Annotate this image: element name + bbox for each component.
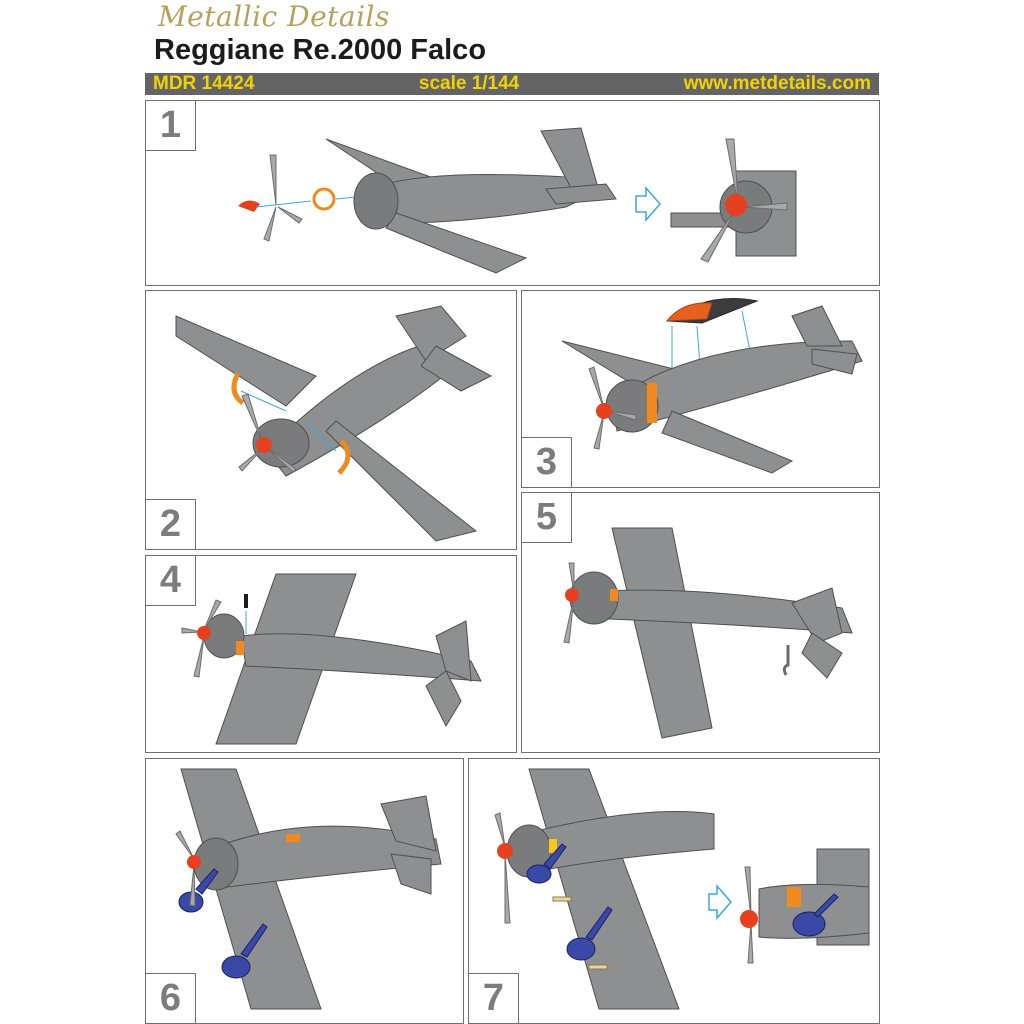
engine-cowling xyxy=(353,172,399,230)
info-banner: MDR 14424 scale 1/144 www.metdetails.com xyxy=(145,73,879,95)
step-2-panel: 2 xyxy=(145,290,517,550)
guide-line xyxy=(335,196,357,200)
gun-part xyxy=(244,594,248,608)
canopy-part xyxy=(665,302,713,322)
guide-line xyxy=(305,420,337,452)
spinner-part xyxy=(187,855,201,869)
guide-line xyxy=(255,200,312,208)
step-number: 1 xyxy=(146,101,196,151)
arrow-right-icon xyxy=(635,186,661,222)
etched-flap xyxy=(231,371,245,406)
step-5-illustration xyxy=(563,527,853,739)
aircraft-body xyxy=(325,127,617,274)
step-number: 5 xyxy=(522,493,572,543)
arrow-right-icon xyxy=(708,884,732,920)
engine-cowling xyxy=(252,418,310,468)
step-4-panel: 4 xyxy=(145,555,517,753)
product-code: MDR 14424 xyxy=(153,73,255,94)
spinner-part xyxy=(565,588,579,602)
page-title: Reggiane Re.2000 Falco xyxy=(154,34,487,66)
step-6-panel: 6 xyxy=(145,758,464,1024)
step-4-illustration xyxy=(181,573,482,745)
spinner-part xyxy=(256,437,272,453)
landing-gear xyxy=(526,843,613,961)
scale-label: scale 1/144 xyxy=(418,73,520,94)
brand-logo: Metallic Details xyxy=(158,0,390,33)
propeller xyxy=(263,154,303,242)
step-2-illustration xyxy=(175,305,493,542)
step-3-illustration xyxy=(561,298,863,474)
spinner-part xyxy=(596,403,612,419)
detail-view xyxy=(740,848,870,964)
gear-door xyxy=(552,896,572,902)
step-5-panel: 5 xyxy=(521,492,880,753)
step-7-panel: 7 xyxy=(468,758,880,1024)
spinner-part xyxy=(238,200,260,212)
step-6-illustration xyxy=(175,768,442,1010)
step-number: 7 xyxy=(469,973,519,1023)
step-number: 2 xyxy=(146,499,196,549)
detail-view xyxy=(670,138,797,263)
etched-part xyxy=(286,834,300,842)
step-number: 4 xyxy=(146,556,196,606)
etched-flap xyxy=(337,439,351,475)
etched-part xyxy=(610,589,618,601)
website-link[interactable]: www.metdetails.com xyxy=(683,73,871,94)
engine-ring xyxy=(312,187,336,211)
step-number: 3 xyxy=(522,437,572,487)
spinner-part xyxy=(197,626,211,640)
etched-part xyxy=(549,839,557,853)
step-3-panel: 3 xyxy=(521,290,880,488)
spinner-part xyxy=(497,843,513,859)
step-7-illustration xyxy=(494,768,870,1010)
tail-wheel xyxy=(782,645,790,676)
etched-part xyxy=(236,641,244,655)
step-number: 6 xyxy=(146,973,196,1023)
step-1-illustration xyxy=(238,127,797,274)
step-1-panel: 1 xyxy=(145,100,880,286)
etched-band xyxy=(647,383,657,423)
gear-door xyxy=(588,964,608,970)
